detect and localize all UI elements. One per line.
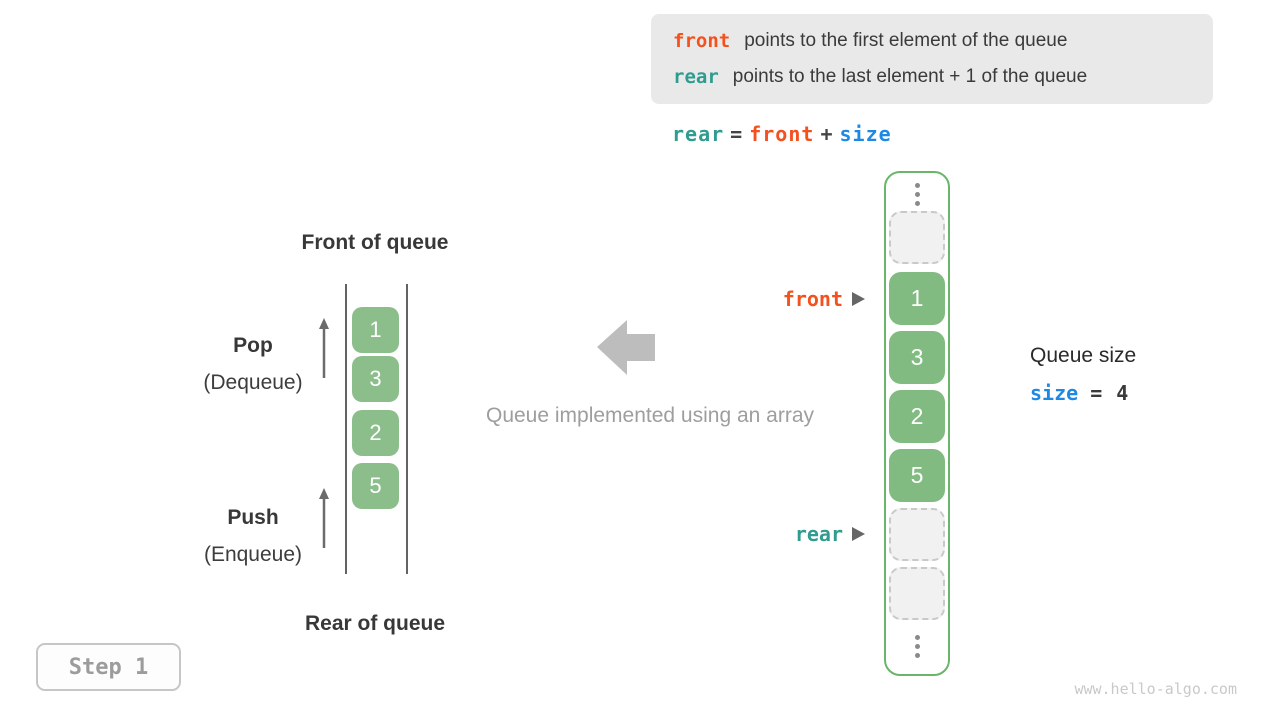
queue-size-equation: size = 4 [1030, 381, 1129, 405]
step-badge: Step 1 [36, 643, 181, 691]
formula-size: size [839, 122, 892, 146]
info-line-front: front points to the first element of the… [673, 23, 1191, 59]
formula-front: front [749, 122, 815, 146]
formula-plus: + [820, 122, 834, 146]
queue-channel-left-line [345, 284, 347, 574]
queue-channel-right-line [406, 284, 408, 574]
queue-cell: 2 [352, 410, 399, 456]
front-of-queue-label: Front of queue [301, 231, 449, 254]
size-variable: size [1030, 381, 1079, 405]
empty-cell [889, 508, 945, 561]
info-line-front-text: points to the first element of the queue [744, 30, 1068, 51]
queue-cell: 1 [352, 307, 399, 353]
formula-rear: rear [672, 122, 725, 146]
array-cell: 3 [889, 331, 945, 384]
pop-sublabel: (Dequeue) [203, 371, 303, 394]
info-line-rear: rear points to the last element + 1 of t… [673, 59, 1191, 95]
pop-arrow-icon [319, 318, 329, 378]
formula-equals: = [730, 122, 744, 146]
info-line-rear-text: points to the last element + 1 of the qu… [732, 66, 1088, 87]
pointer-arrow-icon [852, 292, 865, 306]
info-box: front points to the first element of the… [651, 14, 1213, 104]
front-pointer-label: front [782, 287, 843, 311]
rear-keyword: rear [673, 66, 719, 88]
ellipsis-top-icon [886, 183, 948, 206]
left-block-arrow-icon [597, 320, 655, 375]
array-cell: 1 [889, 272, 945, 325]
size-value: = 4 [1090, 381, 1130, 405]
queue-cell: 3 [352, 356, 399, 402]
array-column: 1 3 2 5 [884, 171, 950, 676]
front-keyword: front [673, 30, 731, 52]
front-pointer: front [735, 286, 865, 312]
rear-of-queue-label: Rear of queue [304, 612, 446, 635]
push-arrow-icon [319, 488, 329, 548]
queue-size-label: Queue size [1030, 344, 1137, 367]
formula: rear=front+size [672, 122, 892, 146]
push-label: Push [227, 506, 279, 529]
empty-cell [889, 567, 945, 620]
push-sublabel: (Enqueue) [203, 543, 303, 566]
array-caption: Queue implemented using an array [485, 404, 815, 427]
rear-pointer: rear [735, 521, 865, 547]
empty-cell [889, 211, 945, 264]
array-cell: 2 [889, 390, 945, 443]
queue-cell: 5 [352, 463, 399, 509]
watermark: www.hello-algo.com [1074, 680, 1237, 698]
pop-label: Pop [233, 334, 273, 357]
rear-pointer-label: rear [794, 522, 843, 546]
array-cell: 5 [889, 449, 945, 502]
pointer-arrow-icon [852, 527, 865, 541]
ellipsis-bottom-icon [886, 635, 948, 658]
